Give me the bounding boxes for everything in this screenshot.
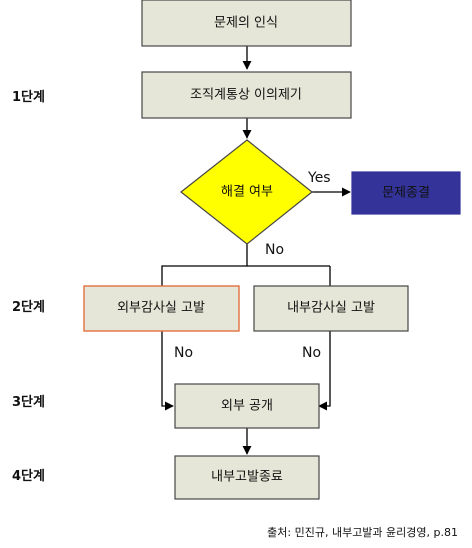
line-decision-no-split (161, 244, 248, 286)
stage-label-3: 3단계 (12, 394, 45, 410)
stage-label-1: 1단계 (12, 89, 45, 105)
node-problem-closed-label: 문제종결 (382, 186, 430, 201)
source-citation: 출처: 민진규, 내부고발과 윤리경영, p.81 (267, 526, 458, 539)
node-resolved-decision: 해결 여부 (180, 139, 313, 245)
node-internal-objection-label: 조직계통상 이의제기 (190, 88, 302, 103)
node-external-disclosure: 외부 공개 (174, 383, 320, 429)
node-internal-report-end: 내부고발종료 (174, 455, 320, 500)
connectors (161, 46, 351, 455)
edge-label-no-external: No (174, 345, 193, 361)
node-problem-recognition-label: 문제의 인식 (214, 16, 278, 31)
node-internal-report-end-label: 내부고발종료 (211, 470, 283, 485)
arrow-external-audit-to-disclosure (161, 331, 174, 411)
arrow-internal-audit-to-disclosure (318, 331, 331, 411)
edge-label-yes: Yes (307, 170, 331, 186)
node-external-disclosure-label: 외부 공개 (221, 399, 273, 414)
node-resolved-decision-label: 해결 여부 (221, 185, 273, 200)
stage-label-2: 2단계 (12, 299, 45, 315)
edge-label-no-decision: No (265, 242, 284, 258)
edge-label-no-internal: No (302, 345, 321, 361)
node-problem-closed: 문제종결 (351, 171, 461, 215)
node-problem-recognition: 문제의 인식 (141, 0, 352, 47)
node-external-audit-report-label: 외부감사실 고발 (117, 301, 205, 316)
stage-label-4: 4단계 (12, 468, 45, 484)
node-internal-audit-report-label: 내부감사실 고발 (287, 301, 375, 316)
node-internal-objection: 조직계통상 이의제기 (141, 71, 352, 119)
node-external-audit-report: 외부감사실 고발 (83, 285, 240, 332)
node-internal-audit-report: 내부감사실 고발 (253, 285, 409, 332)
